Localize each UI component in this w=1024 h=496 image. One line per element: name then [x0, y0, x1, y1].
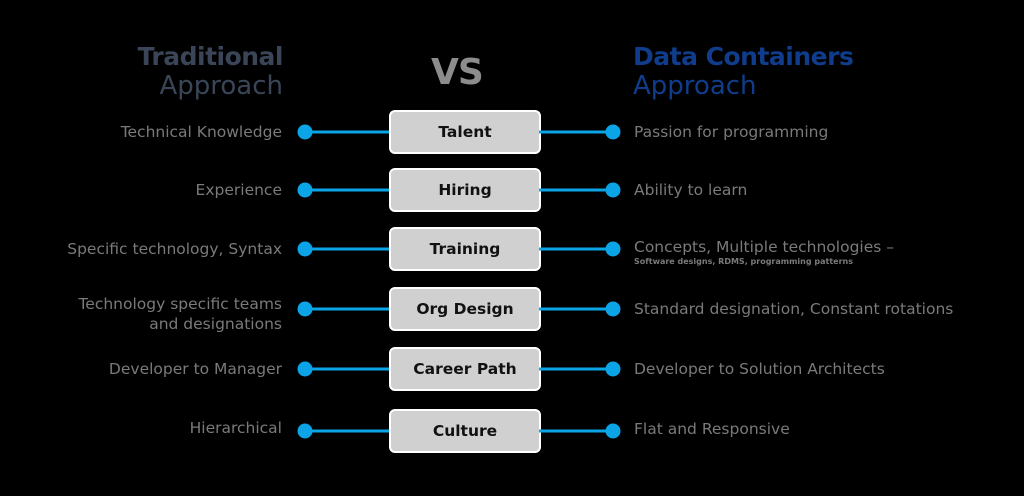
data-containers-item-text: Concepts, Multiple technologies – [634, 238, 895, 256]
data-containers-heading-bold: Data Containers [633, 42, 854, 71]
category-box: Hiring [389, 168, 541, 212]
vs-label: VS [431, 52, 484, 93]
right-connector-dot-icon [605, 423, 621, 439]
right-connector-line [539, 429, 613, 433]
traditional-item: Technical Knowledge [120, 123, 282, 141]
data-containers-item-text: Flat and Responsive [634, 420, 790, 438]
data-containers-item-subtext: Software designs, RDMS, programming patt… [634, 257, 853, 266]
right-connector-line [539, 130, 613, 134]
data-containers-item-text: Developer to Solution Architects [634, 360, 885, 378]
right-connector-line [539, 247, 613, 251]
right-connector-line [539, 188, 613, 192]
right-connector-line [539, 367, 613, 371]
right-connector-dot-icon [605, 124, 621, 140]
traditional-approach-heading: Traditional Approach [137, 42, 284, 101]
category-box: Training [389, 227, 541, 271]
right-connector-dot-icon [605, 301, 621, 317]
data-containers-item: Developer to Solution Architects [634, 359, 885, 379]
data-containers-item: Passion for programming [634, 122, 828, 142]
data-containers-item: Standard designation, Constant rotations [634, 299, 953, 319]
left-connector-line [305, 247, 391, 251]
traditional-heading-normal: Approach [159, 71, 283, 101]
right-connector-dot-icon [605, 182, 621, 198]
data-containers-approach-heading: Data Containers Approach [633, 42, 854, 101]
left-connector-line [305, 367, 391, 371]
traditional-item-line1: Technology specific teams [78, 295, 282, 313]
right-connector-line [539, 307, 613, 311]
traditional-item: Developer to Manager [108, 360, 282, 378]
left-connector-line [305, 429, 391, 433]
category-box: Culture [389, 409, 541, 453]
traditional-item: Experience [195, 181, 282, 199]
data-containers-item: Ability to learn [634, 180, 747, 200]
category-box: Talent [389, 110, 541, 154]
traditional-item: Hierarchical [189, 419, 282, 437]
left-connector-line [305, 188, 391, 192]
traditional-heading-bold: Traditional [137, 42, 284, 71]
data-containers-heading-normal: Approach [633, 71, 757, 101]
right-connector-dot-icon [605, 361, 621, 377]
traditional-item-line2: and designations [149, 315, 282, 333]
traditional-item: Technology specific teams and designatio… [78, 294, 282, 334]
data-containers-item: Concepts, Multiple technologies – Softwa… [634, 237, 894, 267]
left-connector-line [305, 307, 391, 311]
data-containers-item-text: Ability to learn [634, 181, 748, 199]
data-containers-item-text: Standard designation, Constant rotations [634, 300, 954, 318]
data-containers-item: Flat and Responsive [634, 419, 790, 439]
left-connector-line [305, 130, 391, 134]
traditional-item: Specific technology, Syntax [67, 240, 282, 258]
category-box: Career Path [389, 347, 541, 391]
category-box: Org Design [389, 287, 541, 331]
data-containers-item-text: Passion for programming [634, 123, 829, 141]
right-connector-dot-icon [605, 241, 621, 257]
